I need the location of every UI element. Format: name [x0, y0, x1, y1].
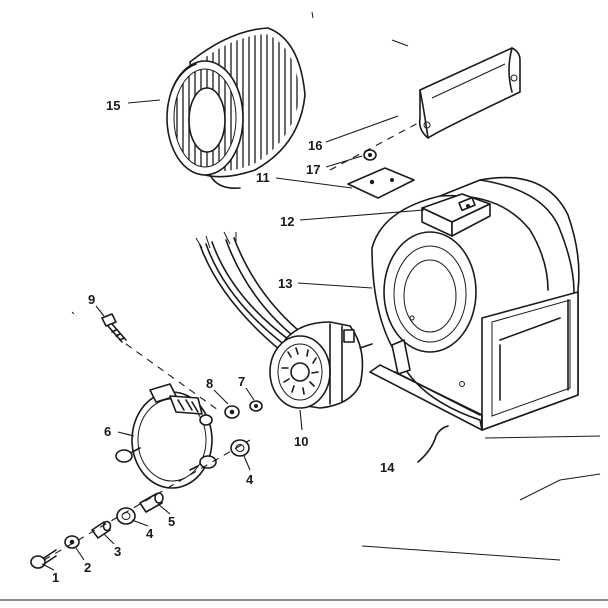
callout-13: 13 [278, 276, 292, 291]
nut-8 [224, 405, 240, 419]
blower-wheel [166, 27, 306, 190]
callout-labels: 15 16 17 11 12 13 9 8 7 6 10 4 14 5 4 3 … [52, 98, 395, 585]
callout-16: 16 [308, 138, 322, 153]
spacer [139, 492, 164, 513]
callout-11: 11 [256, 170, 270, 185]
grommet-lower [116, 507, 136, 525]
leader-line-12 [299, 209, 425, 221]
scan-marks [0, 11, 608, 601]
callout-15: 15 [106, 98, 120, 113]
leader-line-8 [213, 389, 229, 405]
leader-line-1 [41, 563, 55, 571]
leader-line-13 [297, 282, 373, 289]
assembly-line-cutoff [329, 121, 421, 171]
screw [363, 149, 377, 161]
leader-line-9 [95, 305, 105, 317]
blower-motor [195, 231, 373, 409]
callout-2: 2 [84, 560, 91, 575]
sleeve [91, 520, 112, 539]
leader-14 [417, 425, 449, 463]
callout-5: 5 [168, 514, 175, 529]
callout-3: 3 [114, 544, 121, 559]
callout-1: 1 [52, 570, 59, 585]
leader-line-7 [245, 387, 255, 401]
callout-14: 14 [380, 460, 395, 475]
screw-1 [30, 549, 57, 569]
motor-mount [115, 383, 217, 489]
leader-line-2 [75, 547, 85, 561]
grommet-upper [230, 439, 250, 457]
leader-line-4b [131, 519, 149, 527]
assembly-line-motor-shaft [125, 343, 219, 411]
callout-10: 10 [294, 434, 308, 449]
cutoff-plate [418, 47, 521, 139]
washer-7 [249, 400, 263, 412]
callout-7: 7 [238, 374, 245, 389]
assembly-line-hardware [43, 439, 251, 561]
leader-line-16 [325, 115, 399, 143]
blower-housing [369, 176, 580, 431]
callout-9: 9 [88, 292, 95, 307]
callout-17: 17 [306, 162, 320, 177]
callout-6: 6 [104, 424, 111, 439]
washer-2 [64, 535, 80, 549]
callout-4-lower: 4 [146, 526, 154, 541]
leader-line-11 [275, 177, 353, 189]
leader-line-5 [157, 503, 171, 515]
small-plate [347, 167, 415, 199]
callout-12: 12 [280, 214, 294, 229]
leader-line-6 [117, 431, 135, 437]
callout-8: 8 [206, 376, 213, 391]
callout-4-upper: 4 [246, 472, 254, 487]
leader-line-10 [299, 409, 303, 431]
leader-line-17 [325, 155, 363, 168]
mounting-bracket [421, 193, 491, 237]
leader-line-4a [243, 455, 251, 471]
leader-line-3 [103, 533, 115, 545]
mount-bolt [101, 313, 127, 343]
leader-line-15 [127, 99, 161, 104]
